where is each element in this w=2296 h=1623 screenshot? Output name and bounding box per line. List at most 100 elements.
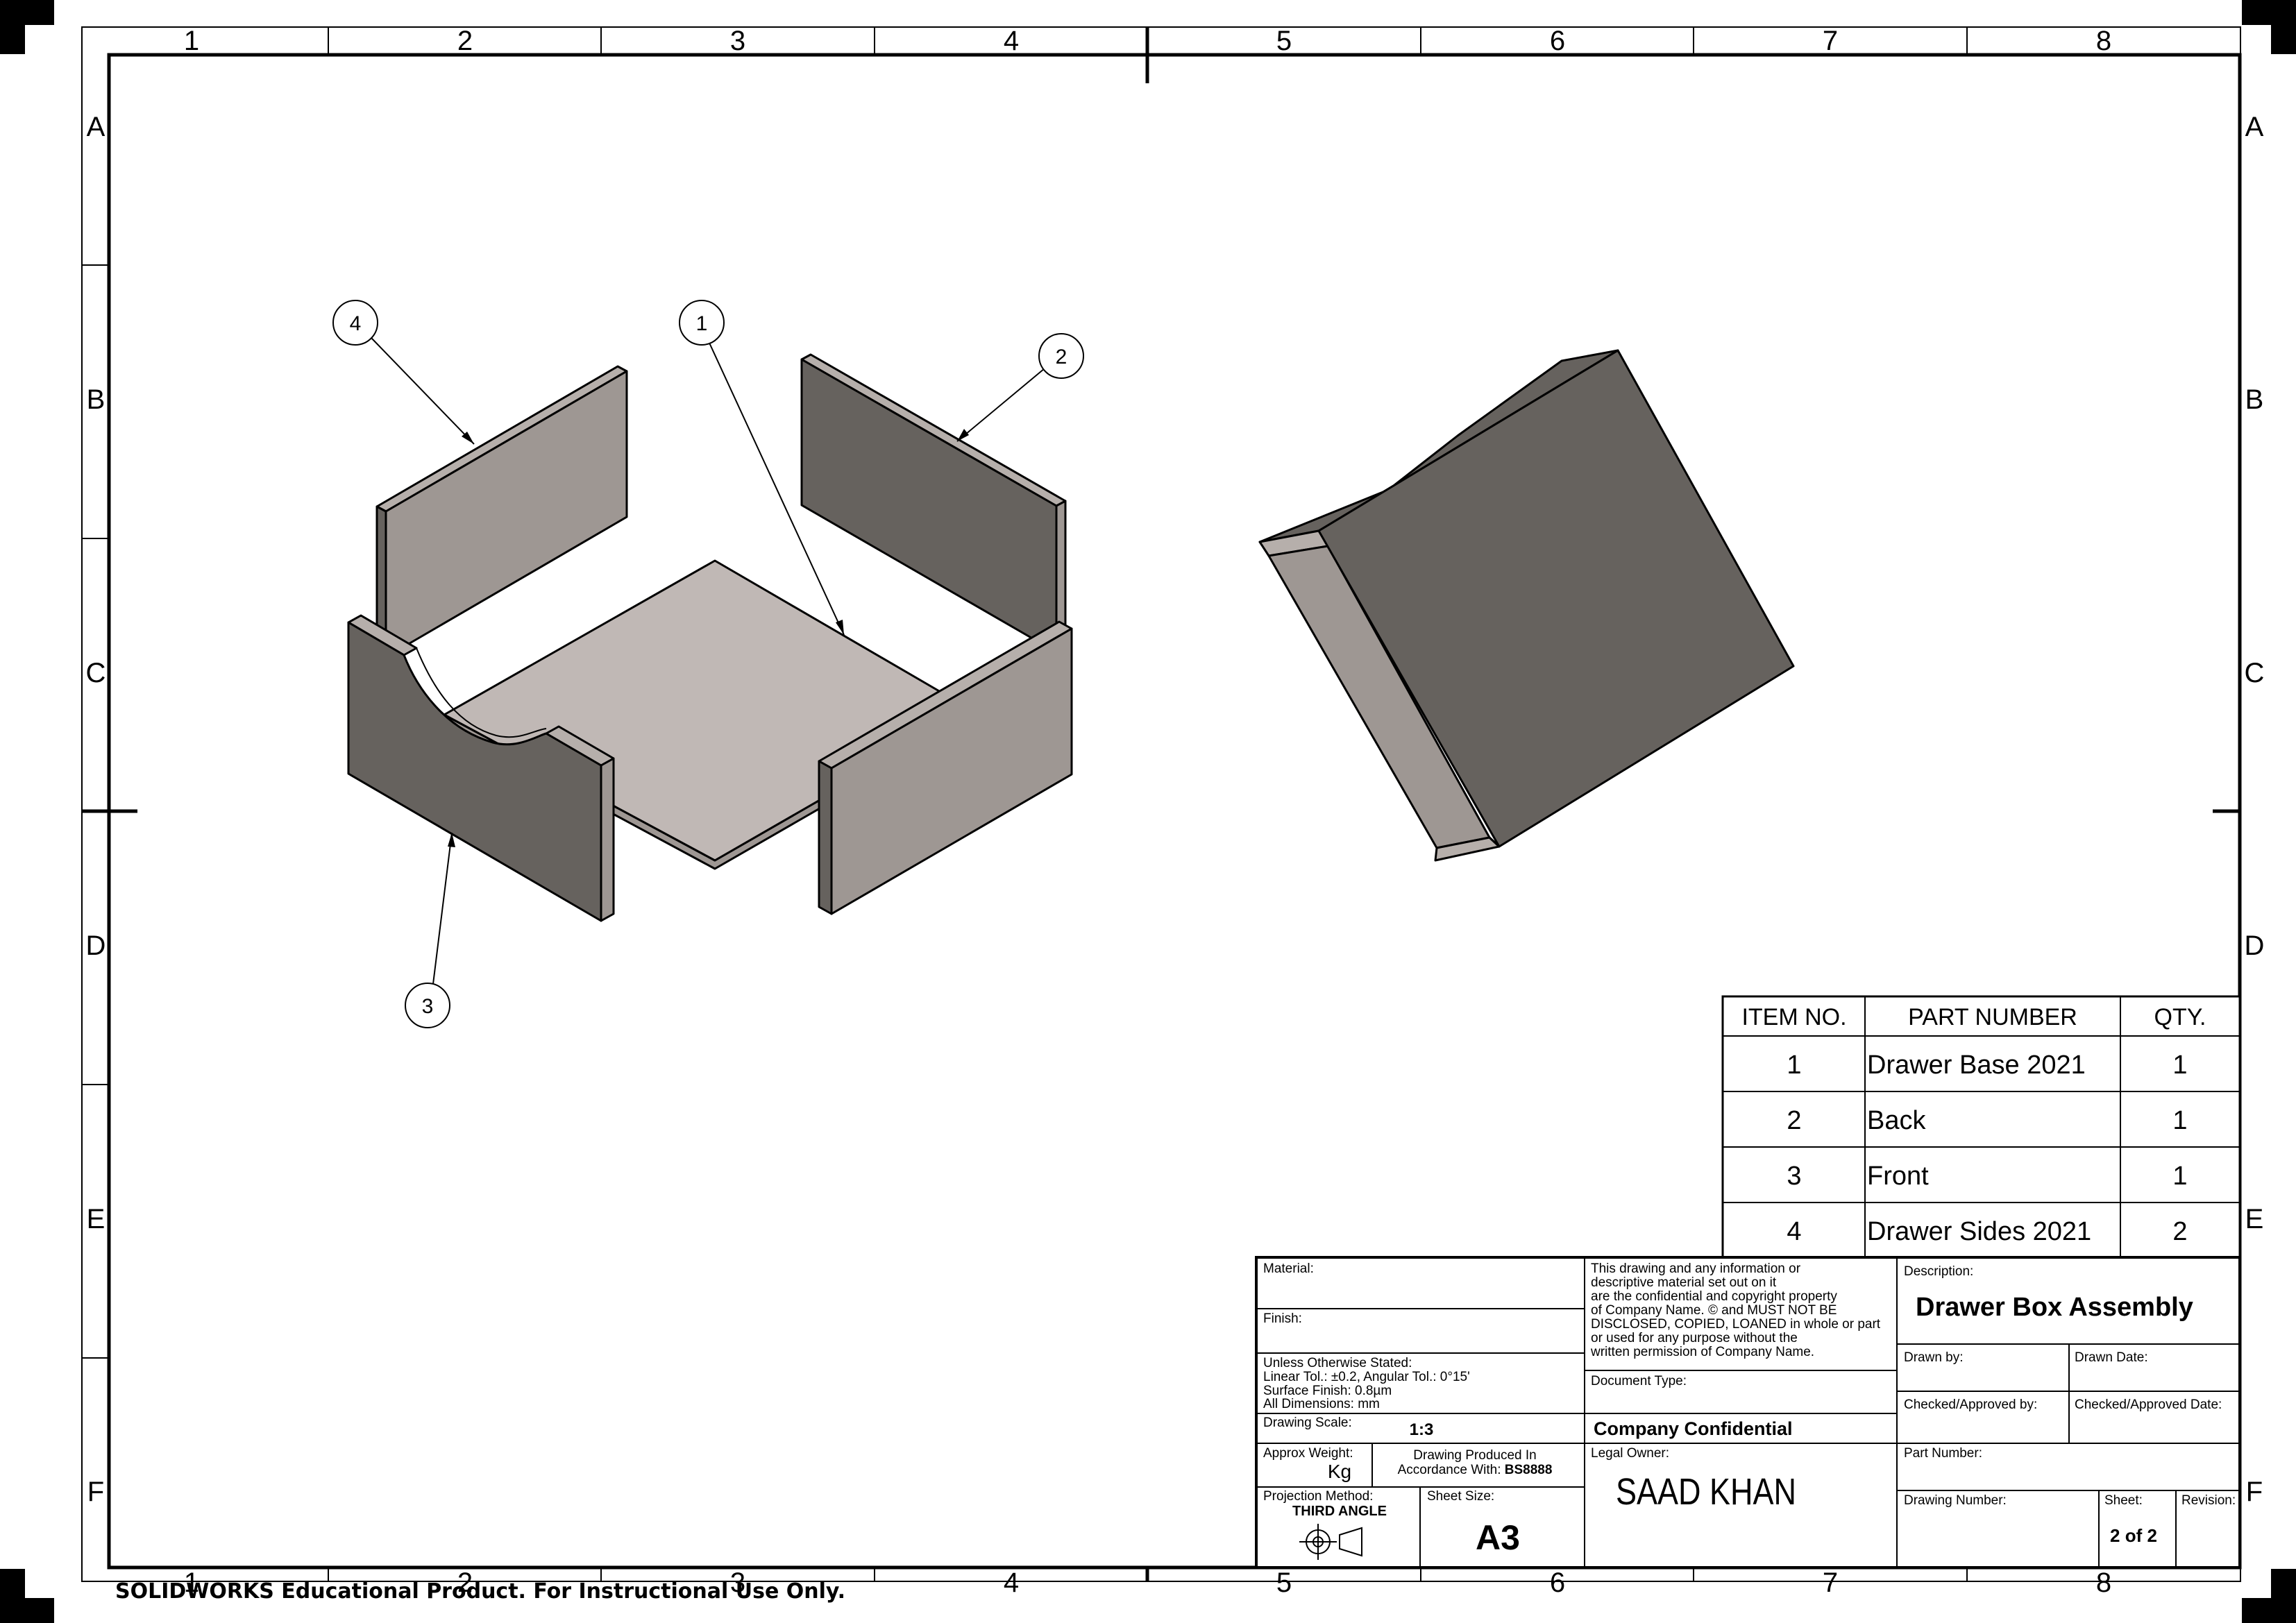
sheet-size-label: Sheet Size: (1427, 1489, 1494, 1504)
svg-text:2: 2 (1056, 346, 1067, 368)
balloon-item-4: 4 (332, 300, 378, 346)
svg-text:C: C (86, 658, 106, 688)
projection-label: Projection Method: (1263, 1489, 1373, 1504)
svg-text:All Dimensions: mm: All Dimensions: mm (1263, 1397, 1380, 1411)
table-row: 2 Back 1 (1787, 1106, 2187, 1135)
sheet-size-value: A3 (1476, 1518, 1520, 1557)
svg-text:Unless Otherwise Stated:: Unless Otherwise Stated: (1263, 1356, 1412, 1370)
exploded-isometric-view (347, 353, 1073, 922)
svg-text:1: 1 (184, 26, 199, 56)
svg-text:4: 4 (350, 312, 362, 335)
svg-text:Drawer Base 2021: Drawer Base 2021 (1867, 1051, 2086, 1080)
svg-text:5: 5 (1276, 1567, 1292, 1598)
svg-text:7: 7 (1823, 26, 1838, 56)
description-value: Drawer Box Assembly (1916, 1293, 2193, 1322)
svg-text:written permission of Company: written permission of Company Name. (1590, 1345, 1814, 1359)
drawing-scale-value: 1:3 (1410, 1420, 1434, 1439)
zone-labels-left: A B C D E F (86, 112, 106, 1507)
svg-text:B: B (87, 384, 105, 415)
svg-text:2: 2 (1787, 1106, 1801, 1135)
zone-labels-top: 1 2 3 4 5 6 7 8 (184, 26, 2111, 56)
zone-ticks (82, 27, 2240, 1581)
svg-text:8: 8 (2096, 26, 2111, 56)
svg-text:1: 1 (184, 1567, 199, 1598)
legal-owner-label: Legal Owner: (1591, 1446, 1669, 1461)
svg-text:A: A (87, 112, 105, 142)
svg-text:3: 3 (422, 995, 434, 1018)
zone-labels-bottom: 1 2 3 4 5 6 7 8 (184, 1567, 2111, 1598)
table-row: 1 Drawer Base 2021 1 (1787, 1051, 2187, 1080)
checked-by-label: Checked/Approved by: (1904, 1397, 2037, 1412)
bom-header-item: ITEM NO. (1741, 1004, 1846, 1030)
material-label: Material: (1263, 1261, 1314, 1276)
svg-text:DISCLOSED, COPIED, LOANED in w: DISCLOSED, COPIED, LOANED in whole or pa… (1591, 1317, 1881, 1332)
approx-weight-unit: Kg (1328, 1461, 1351, 1482)
balloon-leaders (371, 337, 1045, 985)
drawing-number-label: Drawing Number: (1904, 1493, 2007, 1508)
svg-text:are the confidential and copyr: are the confidential and copyright prope… (1591, 1289, 1837, 1304)
svg-text:F: F (87, 1477, 104, 1507)
drawn-date-label: Drawn Date: (2075, 1350, 2148, 1365)
svg-text:Surface Finish: 0.8µm: Surface Finish: 0.8µm (1263, 1384, 1392, 1398)
revision-label: Revision: (2181, 1493, 2236, 1508)
svg-text:3: 3 (1787, 1162, 1801, 1191)
svg-text:1: 1 (2172, 1051, 2187, 1080)
svg-text:C: C (2245, 658, 2265, 688)
bom-table: ITEM NO. PART NUMBER QTY. 1 Drawer Base … (1721, 995, 2241, 1259)
produced-line-1: Drawing Produced In (1413, 1448, 1536, 1463)
svg-text:Drawer Sides 2021: Drawer Sides 2021 (1867, 1217, 2091, 1246)
svg-text:7: 7 (1823, 1567, 1838, 1598)
sheet-label: Sheet: (2104, 1493, 2143, 1508)
table-row: 4 Drawer Sides 2021 2 (1787, 1217, 2187, 1246)
tolerance-notes: Unless Otherwise Stated: Linear Tol.: ±0… (1263, 1356, 1470, 1411)
svg-text:1: 1 (2172, 1162, 2187, 1191)
drawn-by-label: Drawn by: (1904, 1350, 1964, 1365)
produced-line-2: Accordance With: BS8888 (1398, 1463, 1553, 1477)
educational-watermark: SOLIDWORKS Educational Product. For Inst… (115, 1579, 846, 1604)
svg-text:This drawing and any informati: This drawing and any information or (1591, 1261, 1801, 1276)
svg-text:B: B (2245, 384, 2264, 415)
third-angle-projection-icon (1299, 1524, 1362, 1560)
table-row: 3 Front 1 (1787, 1162, 2187, 1191)
title-block: Material: Finish: Unless Otherwise State… (1255, 1256, 2241, 1569)
svg-text:4: 4 (1004, 1567, 1019, 1598)
back-panel-part (800, 353, 1067, 654)
assembled-drawer-view (1258, 349, 1795, 862)
svg-text:5: 5 (1276, 26, 1292, 56)
svg-text:D: D (2245, 931, 2265, 961)
approx-weight-label: Approx Weight: (1263, 1446, 1353, 1461)
sheet-value: 2 of 2 (2110, 1525, 2157, 1546)
svg-text:descriptive material set out o: descriptive material set out on it (1591, 1275, 1777, 1290)
drawer-side-part-front (818, 620, 1073, 915)
part-number-label: Part Number: (1904, 1446, 1982, 1461)
svg-text:6: 6 (1550, 1567, 1565, 1598)
svg-text:of Company Name. © and MUST NO: of Company Name. © and MUST NOT BE (1591, 1303, 1837, 1318)
svg-text:2: 2 (457, 1567, 473, 1598)
projection-value: THIRD ANGLE (1292, 1504, 1387, 1519)
svg-text:2: 2 (457, 26, 473, 56)
svg-text:1: 1 (2172, 1106, 2187, 1135)
front-panel-part (347, 614, 615, 922)
checked-date-label: Checked/Approved Date: (2075, 1397, 2222, 1412)
svg-text:4: 4 (1787, 1217, 1801, 1246)
svg-text:3: 3 (730, 1567, 745, 1598)
bom-header-part: PART NUMBER (1908, 1004, 2077, 1030)
finish-label: Finish: (1263, 1311, 1302, 1326)
balloon-arrowheads (448, 429, 969, 847)
svg-text:1: 1 (696, 312, 708, 335)
svg-text:Front: Front (1867, 1162, 1929, 1191)
svg-text:E: E (87, 1204, 105, 1234)
document-type-label: Document Type: (1591, 1374, 1687, 1388)
svg-text:F: F (2246, 1477, 2263, 1507)
svg-text:2: 2 (2172, 1217, 2187, 1246)
balloon-item-3: 3 (405, 983, 450, 1028)
centering-marks (82, 27, 2240, 1581)
bom-header-qty: QTY. (2154, 1004, 2206, 1030)
svg-text:8: 8 (2096, 1567, 2111, 1598)
drawing-scale-label: Drawing Scale: (1263, 1416, 1352, 1430)
svg-text:D: D (86, 931, 106, 961)
svg-text:Back: Back (1867, 1106, 1926, 1135)
drawer-side-part (375, 365, 628, 658)
description-label: Description: (1904, 1264, 1973, 1279)
balloon-item-1: 1 (679, 300, 725, 346)
